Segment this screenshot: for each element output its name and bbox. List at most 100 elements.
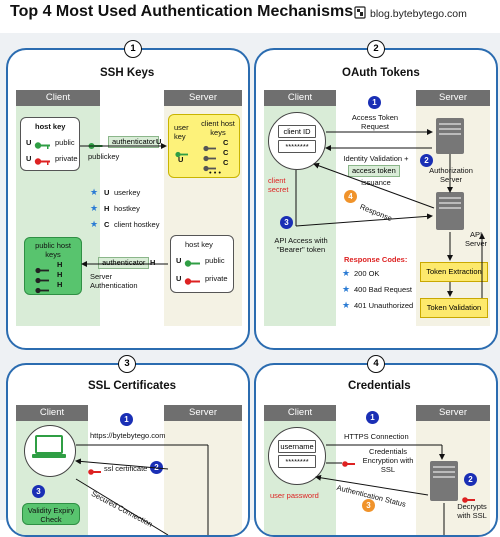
oauth-arrows [295, 129, 485, 298]
server-host-key-label: host key [185, 240, 213, 249]
authenticator-h-label: authenticator [102, 258, 146, 267]
cred-server-header: Server [416, 405, 490, 421]
ssl-title: SSL Certificates [88, 380, 176, 392]
panel-number-4: 4 [367, 355, 385, 373]
ssl-client-header: Client [16, 405, 88, 421]
server-u-label: U [176, 256, 182, 265]
ssl-certificate-label: ssl certificate [104, 464, 148, 473]
issuance-label: issuance [361, 178, 391, 187]
oauth-step-2: 2 [420, 154, 433, 167]
https-connection-label: HTTPS Connection [344, 432, 409, 441]
legend-h: H [104, 204, 110, 213]
legend-clienthostkey: client hostkey [114, 220, 160, 229]
ssh-arrows [80, 143, 168, 267]
ssl-url-label: https://bytebytego.com [90, 431, 166, 440]
client-host-key-icon-2 [203, 149, 217, 167]
ellipsis-dots: • • • [209, 168, 222, 177]
decrypt-key-icon [462, 491, 476, 509]
ssh-server-keys-box: user key U client host keys C C C • • • [168, 114, 240, 178]
server-private-label: private [205, 274, 228, 283]
cred-step-3: 3 [362, 499, 375, 512]
cred-red-key-icon [342, 455, 356, 473]
response-code-star-icon: ★ [342, 268, 351, 278]
username-field: username [278, 440, 316, 453]
bytebytego-logo-icon [354, 6, 366, 22]
panel-number-3: 3 [118, 355, 136, 373]
ssh-server-header: Server [164, 90, 242, 106]
ssl-step-3: 3 [32, 485, 45, 498]
oauth-step-3: 3 [280, 216, 293, 229]
client-host-keys-label: client host keys [201, 119, 235, 137]
ssl-server-column [164, 421, 242, 535]
publickey-label: publickey [88, 152, 120, 161]
decrypts-with-ssl-label: Decrypts with SSL [457, 502, 487, 520]
red-key-icon [34, 153, 52, 171]
legend-star-icon: ★ [90, 187, 99, 197]
h-label-3: H [57, 280, 63, 289]
authenticator-u-pill: authenticator [108, 136, 160, 148]
response-code-star-icon: ★ [342, 284, 351, 294]
public-label: public [55, 138, 75, 147]
token-validation-box: Token Validation [420, 298, 488, 318]
cred-client-header: Client [264, 405, 336, 421]
header: Top 4 Most Used Authentication Mechanism… [0, 0, 500, 30]
private-label: private [55, 154, 78, 163]
ssh-client-header: Client [16, 90, 100, 106]
u-label: U [26, 138, 32, 147]
ssh-server-host-key-box: host key U public U private [170, 235, 234, 293]
response-code-401: 401 Unauthorized [354, 301, 414, 310]
authenticator-u-suffix: U [156, 137, 162, 146]
ssl-server-header: Server [164, 405, 242, 421]
user-key-u: U [178, 155, 184, 164]
oauth-client-header: Client [264, 90, 336, 106]
ssh-keys-panel: SSH Keys Client Server host key U public… [6, 48, 250, 350]
client-secret-label: client secret [268, 176, 289, 194]
legend-c: C [104, 220, 110, 229]
green-key-icon [34, 137, 52, 155]
client-host-key-icon-1 [203, 139, 217, 157]
server-green-key-icon [184, 255, 202, 273]
oauth-step-1: 1 [368, 96, 381, 109]
cred-server-icon [430, 461, 458, 501]
oauth-title: OAuth Tokens [342, 67, 420, 79]
api-server-label: API Server [464, 230, 488, 248]
ssh-title: SSH Keys [100, 67, 155, 79]
c-label-1: C [223, 138, 229, 147]
client-host-key-icon-3 [203, 159, 217, 177]
public-host-keys-label: public host keys [35, 241, 71, 259]
server-authentication-label: Server Authentication [90, 272, 138, 290]
api-server-icon [436, 192, 464, 230]
h-label-2: H [57, 270, 63, 279]
server-u-label-2: U [176, 274, 182, 283]
client-secret-field: ******** [278, 140, 316, 153]
brand[interactable]: blog.bytebytego.com [354, 6, 467, 22]
user-key-icon [175, 145, 189, 163]
c-label-2: C [223, 148, 229, 157]
token-extraction-box: Token Extraction [420, 262, 488, 282]
cred-step-2: 2 [464, 473, 477, 486]
panel-number-1: 1 [124, 40, 142, 58]
client-credentials-circle [268, 112, 326, 170]
ssl-step-1: 1 [120, 413, 133, 426]
authorization-server-label: Authorization Server [429, 166, 473, 184]
client-id-field: client ID [278, 125, 316, 138]
identity-validation-label: Identity Validation + [343, 154, 409, 163]
response-code-400: 400 Bad Request [354, 285, 412, 294]
api-access-label: API Access with "Bearer" token [274, 236, 328, 254]
response-code-star-icon: ★ [342, 300, 351, 310]
client-host-key-label: host key [35, 122, 66, 131]
legend-userkey: userkey [114, 188, 141, 197]
ssl-certificates-panel: SSL Certificates Client Server 1 https:/… [6, 363, 250, 537]
panel-number-2: 2 [367, 40, 385, 58]
ssl-arrows [75, 444, 209, 535]
cred-arrows [315, 444, 445, 535]
h-label-1: H [57, 260, 63, 269]
host-key-icon-1 [35, 261, 51, 279]
authenticator-h-suffix: H [150, 258, 156, 267]
ssh-client-host-key-box: host key U public U private [20, 117, 80, 171]
oauth-step-4: 4 [344, 190, 357, 203]
credentials-title: Credentials [348, 380, 411, 392]
access-token-request-label: Access Token Request [351, 113, 399, 131]
user-key-label: user key [174, 123, 189, 141]
response-codes-title: Response Codes: [344, 255, 408, 264]
